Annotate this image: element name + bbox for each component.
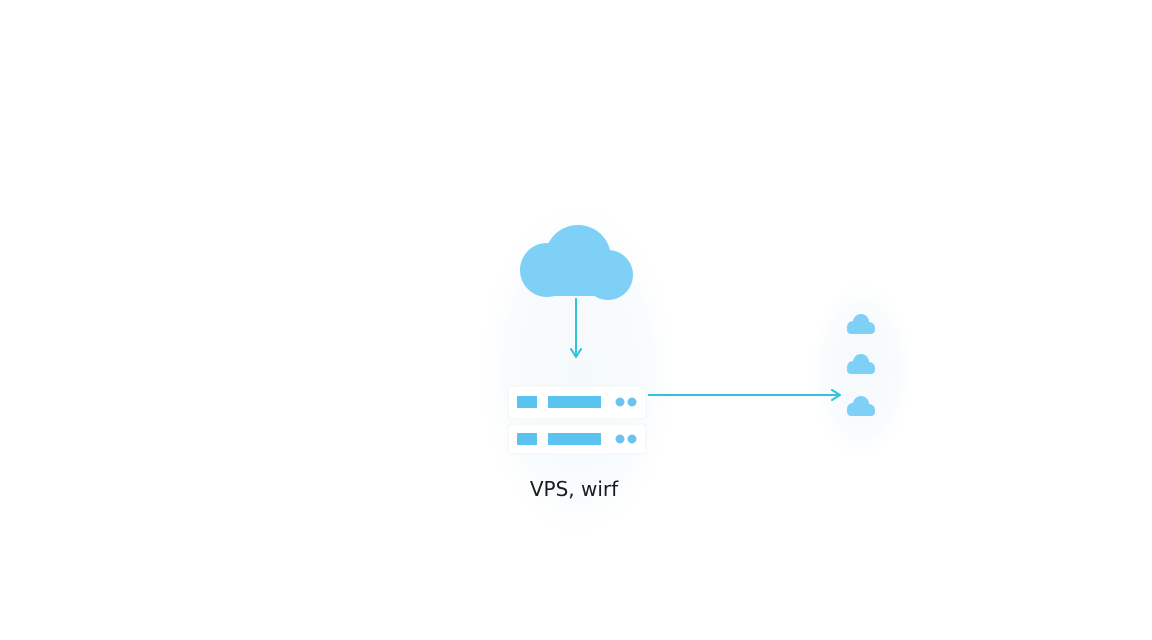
destination-cloud-icon <box>847 396 875 416</box>
server-unit-led <box>615 397 625 407</box>
server-unit-led <box>615 434 625 444</box>
server-unit <box>507 385 647 420</box>
server-unit-bar <box>548 433 601 445</box>
server-unit-led <box>627 397 637 407</box>
server-unit-bar <box>548 396 601 408</box>
destination-cloud-icon <box>847 314 875 334</box>
server-unit-led <box>627 434 637 444</box>
server-label: VPS, wirf <box>530 477 619 501</box>
source-cloud-icon <box>520 225 633 300</box>
server-unit-bar <box>517 433 537 445</box>
server-rack-icon <box>507 385 647 455</box>
server-unit <box>507 423 647 455</box>
destination-cloud-icon <box>847 354 875 374</box>
server-unit-bar <box>517 396 537 408</box>
